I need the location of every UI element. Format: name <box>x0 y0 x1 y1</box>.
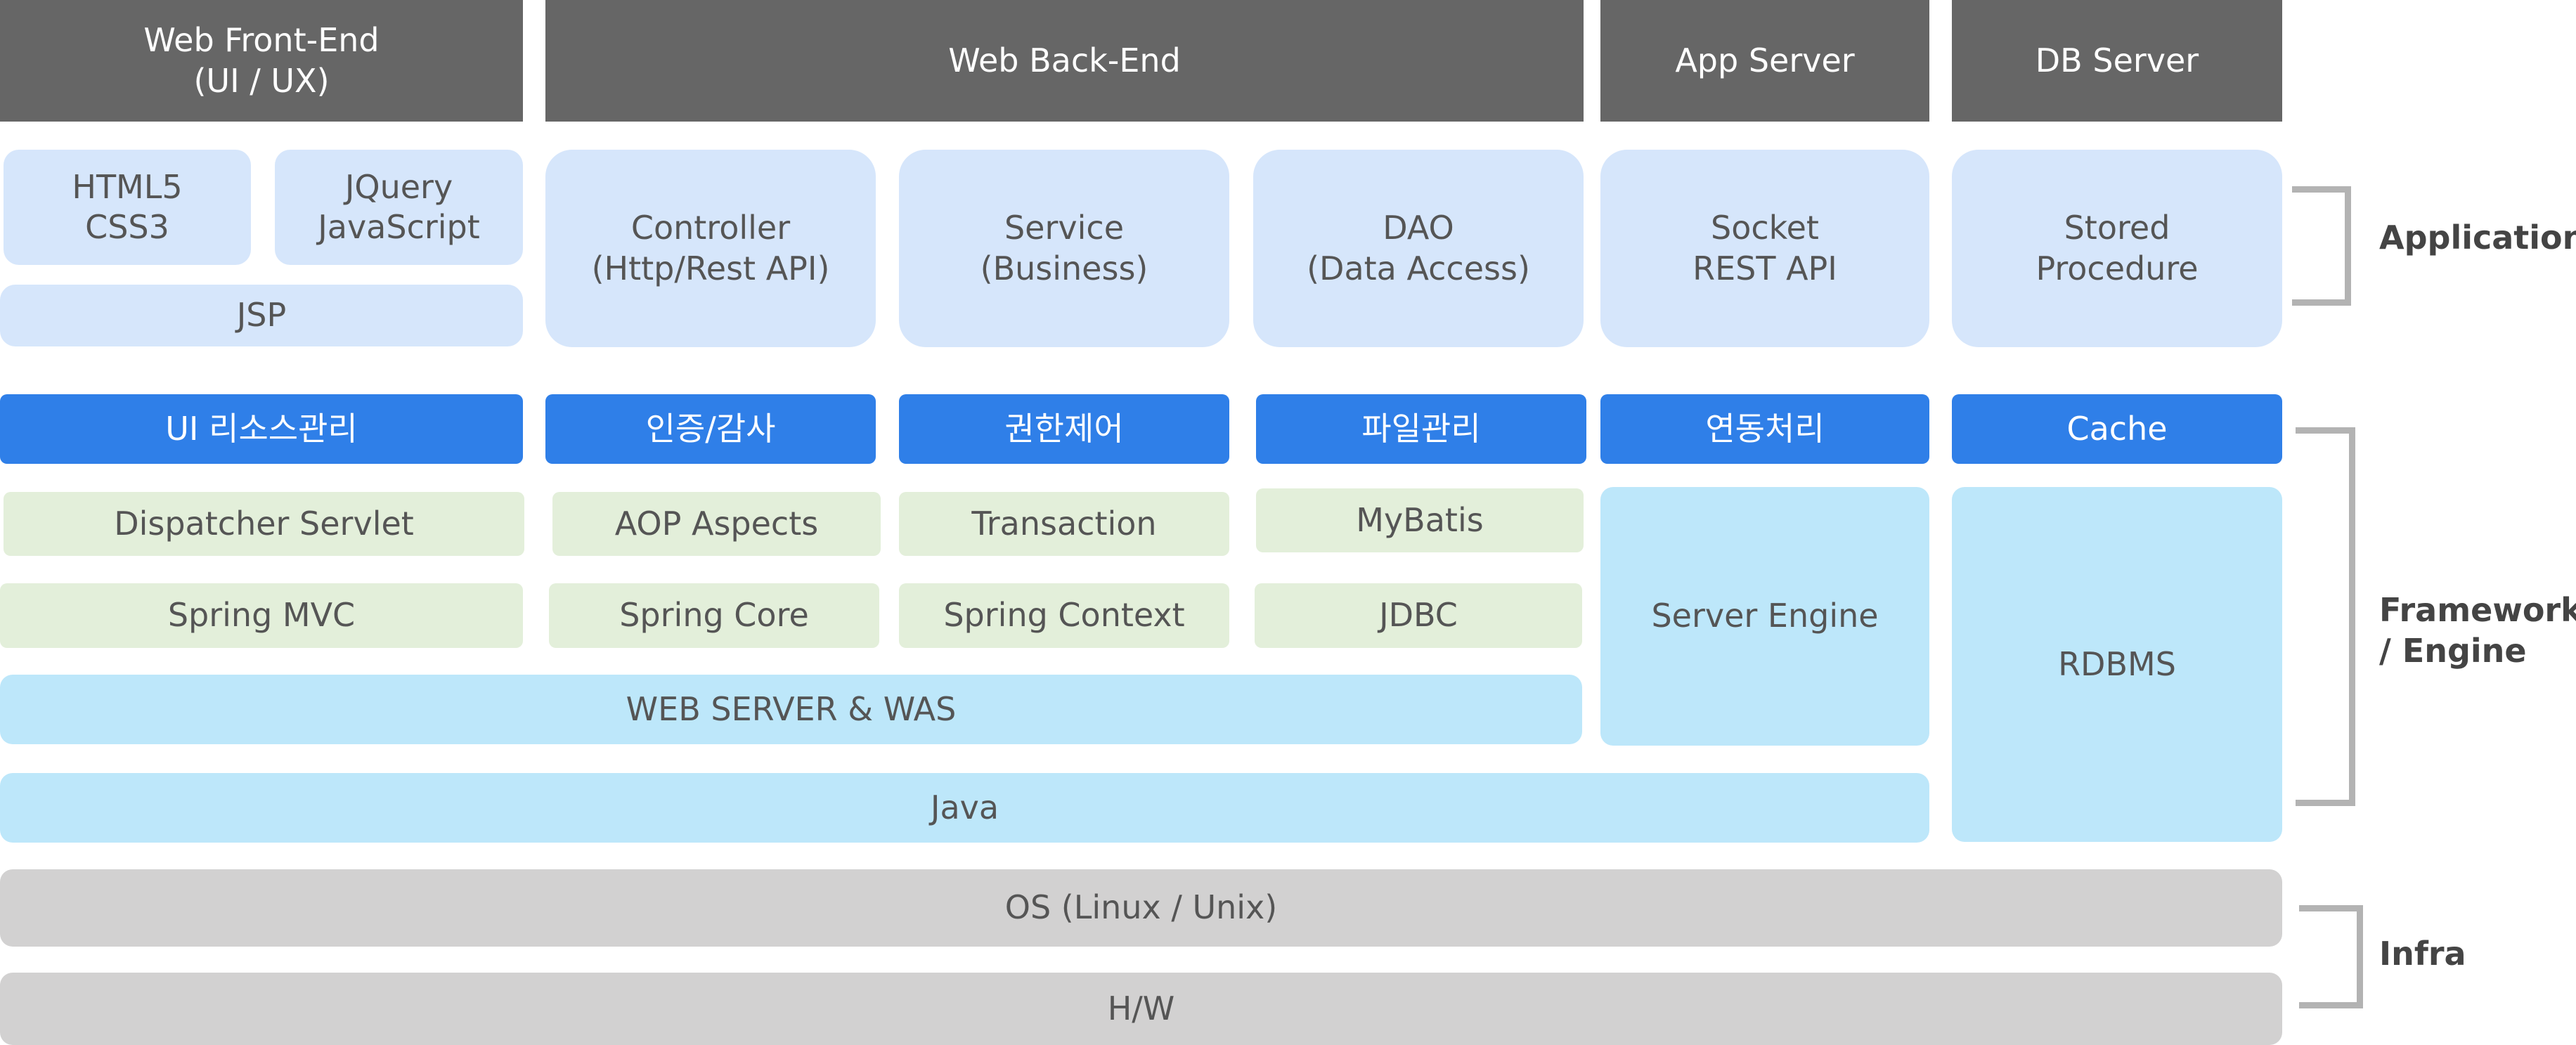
spring-mvc-box: Spring MVC <box>0 583 523 648</box>
infra-layer-bracket <box>2299 905 2363 1008</box>
application-layer-bracket <box>2292 186 2351 306</box>
infra-layer-label: Infra <box>2379 935 2466 973</box>
header-app-server: App Server <box>1600 0 1929 122</box>
application-layer-label: Application <box>2379 219 2576 257</box>
jdbc-box: JDBC <box>1255 583 1582 648</box>
framework-layer-bracket <box>2296 427 2355 806</box>
dao-box: DAO (Data Access) <box>1253 150 1584 347</box>
transaction-box: Transaction <box>899 492 1229 556</box>
dispatcher-servlet-box: Dispatcher Servlet <box>4 492 524 556</box>
web-server-was-box: WEB SERVER & WAS <box>0 675 1582 744</box>
html5-css3-box: HTML5 CSS3 <box>4 150 251 265</box>
spring-core-box: Spring Core <box>549 583 879 648</box>
aop-aspects-box: AOP Aspects <box>552 492 881 556</box>
ui-resource-box: UI 리소스관리 <box>0 394 523 464</box>
rdbms-box: RDBMS <box>1952 487 2282 842</box>
jsp-box: JSP <box>0 285 523 346</box>
jquery-javascript-box: JQuery JavaScript <box>275 150 523 265</box>
spring-context-box: Spring Context <box>899 583 1229 648</box>
service-box: Service (Business) <box>899 150 1229 347</box>
java-box: Java <box>0 773 1929 843</box>
server-engine-box: Server Engine <box>1600 487 1929 746</box>
header-web-front-end: Web Front-End (UI / UX) <box>0 0 523 122</box>
socket-rest-api-box: Socket REST API <box>1600 150 1929 347</box>
controller-box: Controller (Http/Rest API) <box>545 150 876 347</box>
mybatis-box: MyBatis <box>1256 488 1584 552</box>
file-management-box: 파일관리 <box>1256 394 1586 464</box>
header-db-server: DB Server <box>1952 0 2282 122</box>
stored-procedure-box: Stored Procedure <box>1952 150 2282 347</box>
framework-layer-label: Framework / Engine <box>2379 591 2576 670</box>
permission-control-box: 권한제어 <box>899 394 1229 464</box>
hardware-box: H/W <box>0 973 2282 1045</box>
integration-processing-box: 연동처리 <box>1600 394 1929 464</box>
os-box: OS (Linux / Unix) <box>0 869 2282 947</box>
cache-box: Cache <box>1952 394 2282 464</box>
header-web-back-end: Web Back-End <box>545 0 1584 122</box>
auth-audit-box: 인증/감사 <box>545 394 876 464</box>
